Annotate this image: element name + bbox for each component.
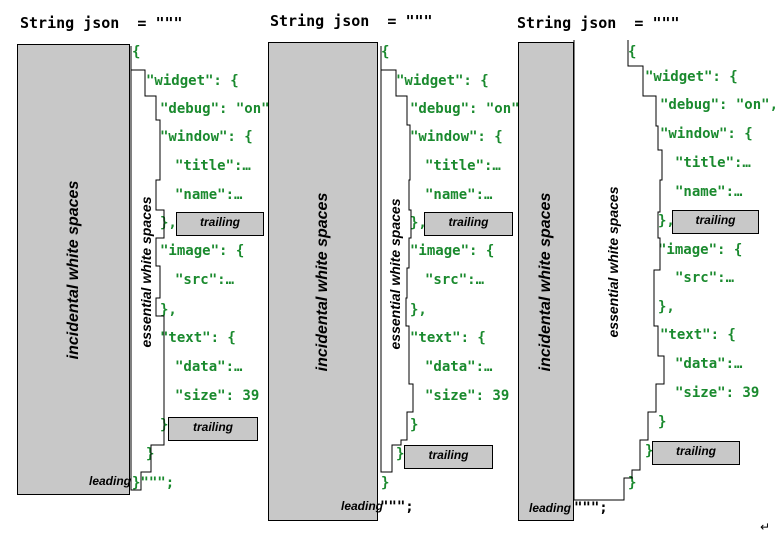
panel3-line-name: "name":… (675, 184, 743, 200)
panel2-line-src: "src":… (425, 272, 485, 288)
panel2-line-window: "window": { (410, 129, 503, 145)
panel3-line-image: "image": { (658, 242, 743, 258)
panel2-incidental-label: incidental white spaces (314, 192, 331, 371)
panel3-line-src: "src":… (675, 270, 735, 286)
panel2-leading-label: leading (341, 499, 384, 513)
panel1-trailing-label-2: trailing (192, 420, 233, 434)
panel3-line-open: { (628, 44, 637, 60)
panel2-line-size: "size": 39 (425, 388, 510, 404)
panel2-incidental-box: incidental white spaces leading (268, 42, 383, 521)
panel3-line-title: "title":… (675, 155, 751, 171)
panel3-end-quote: """; (574, 500, 608, 516)
panel2-end-quote: """; (380, 499, 414, 515)
panel2-trailing-label-2: trailing (428, 448, 469, 462)
panel3-line-debug: "debug": "on", (660, 97, 777, 113)
panel3-line-close-image: }, (658, 299, 675, 315)
panel3-line-size: "size": 39 (675, 385, 760, 401)
text-cursor-icon: ↵ (760, 520, 771, 534)
panel1-leading-label: leading (89, 474, 132, 488)
panel1-trailing-box-1: trailing (176, 212, 264, 236)
panel2-line-image: "image": { (410, 243, 495, 259)
panel2-trailing-box-2: trailing (404, 445, 493, 469)
panel1-header: String json = """ (20, 14, 183, 32)
panel3-trailing-label-1: trailing (695, 213, 736, 227)
panel2-line-open: { (381, 44, 390, 60)
panel1-line-image: "image": { (160, 243, 245, 259)
panel1-trailing-box-2: trailing (168, 417, 258, 441)
panel3-incidental-label: incidental white spaces (537, 192, 554, 371)
panel3-trailing-label-2: trailing (675, 444, 716, 458)
panel1-line-widget: "widget": { (146, 73, 239, 89)
panel3-leading-label: leading (529, 501, 572, 515)
panel1-line-size: "size": 39 (175, 388, 260, 404)
panel2-trailing-box-1: trailing (424, 212, 513, 236)
panel1-line-close-image: }, (160, 302, 177, 318)
panel2-trailing-label-1: trailing (448, 215, 489, 229)
panel1-line-open: { (132, 44, 141, 60)
panel1-line-debug: "debug": "on", (160, 101, 279, 117)
panel2-line-close-root: } (381, 475, 390, 491)
panel3-line-widget: "widget": { (645, 69, 738, 85)
panel3-line-close-text: } (658, 414, 667, 430)
panel2-line-title: "title":… (425, 158, 501, 174)
panel1-line-name: "name":… (175, 187, 243, 203)
panel2-line-close-image: }, (410, 302, 427, 318)
panel1-line-data: "data":… (175, 359, 243, 375)
panel2-header: String json = """ (270, 12, 433, 30)
panel3-header: String json = """ (517, 14, 680, 32)
panel1-line-text: "text": { (160, 330, 236, 346)
panel2-line-name: "name":… (425, 187, 493, 203)
panel2-line-widget: "widget": { (396, 73, 489, 89)
panel3-essential-label: essential white spaces (605, 186, 621, 338)
panel1-trailing-label-1: trailing (199, 215, 240, 229)
panel1-line-close-root: }"""; (132, 475, 175, 491)
panel2-line-data: "data":… (425, 359, 493, 375)
panel1-line-close-window: }, (160, 215, 177, 231)
panel1-line-window: "window": { (160, 129, 253, 145)
panel1-incidental-box: incidental white spaces leading (17, 44, 132, 495)
panel3-trailing-box-2: trailing (652, 441, 740, 465)
panel1-line-src: "src":… (175, 272, 235, 288)
panel3-line-window: "window": { (660, 126, 753, 142)
panel2-essential-label: essential white spaces (387, 198, 403, 350)
panel2-line-close-window: }, (410, 215, 427, 231)
panel1-line-title: "title":… (175, 158, 251, 174)
panel3-trailing-box-1: trailing (672, 210, 759, 234)
panel3-incidental-box: incidental white spaces leading (518, 42, 574, 521)
panel1-line-close-widget: } (146, 446, 155, 462)
panel1-incidental-label: incidental white spaces (64, 180, 82, 359)
panel2-line-text: "text": { (410, 330, 486, 346)
panel2-line-debug: "debug": "on", (410, 101, 529, 117)
panel3-line-data: "data":… (675, 356, 743, 372)
panel3-line-close-root: } (628, 475, 637, 491)
panel3-line-text: "text": { (660, 327, 736, 343)
panel2-line-close-text: } (410, 417, 419, 433)
panel1-essential-label: essential white spaces (138, 196, 154, 348)
